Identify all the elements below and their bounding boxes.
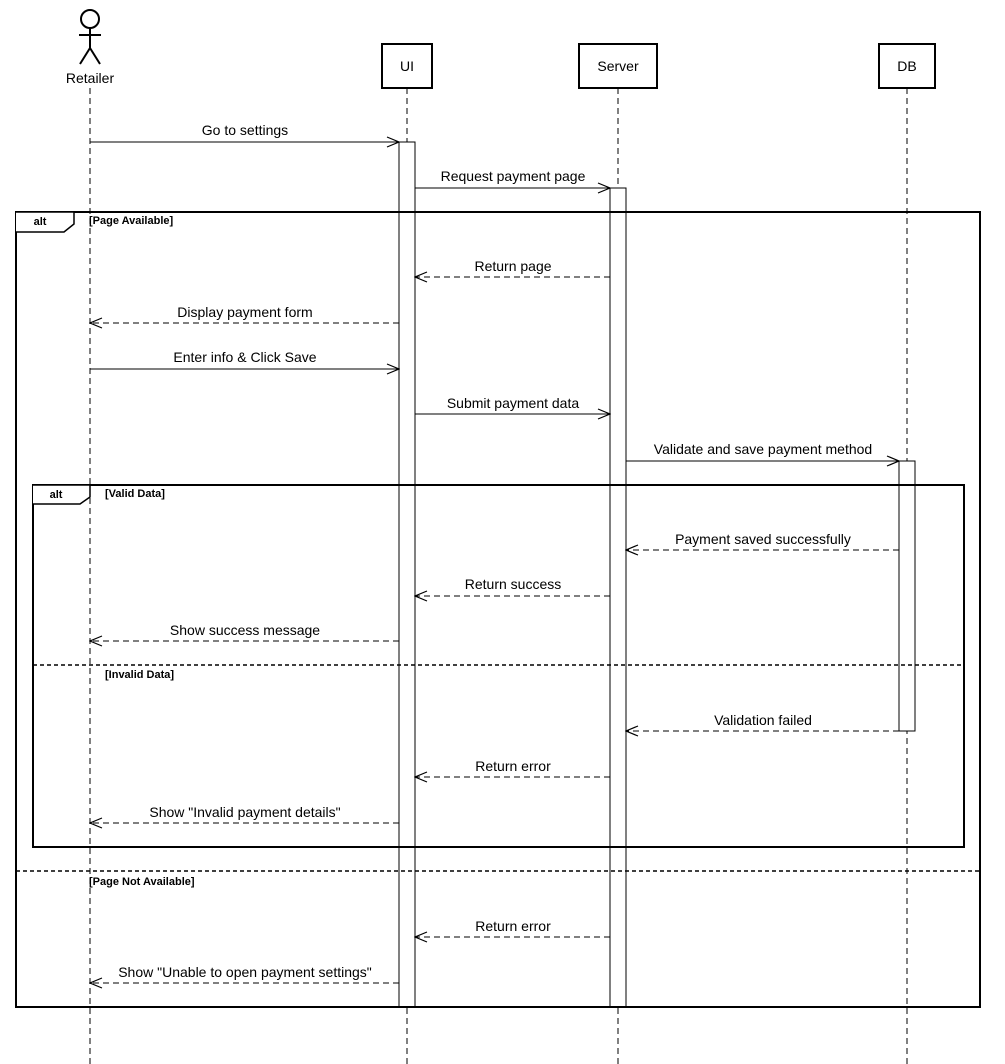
message-label: Return page (474, 258, 551, 274)
actor-head (80, 9, 100, 29)
message-label: Enter info & Click Save (173, 349, 316, 365)
outer-alt-fragment (15, 211, 981, 1008)
message-label: Payment saved successfully (675, 531, 851, 547)
message-label: Display payment form (177, 304, 312, 320)
message-label: Validate and save payment method (654, 441, 872, 457)
message-label: Go to settings (202, 122, 288, 138)
retailer-actor (79, 9, 101, 65)
actor-label: Retailer (66, 70, 115, 86)
message-label: Return error (475, 918, 551, 934)
messages (90, 142, 899, 983)
inner-alt-guard-valid-data: [Valid Data] (105, 488, 165, 500)
server-activation-bar (609, 187, 627, 1008)
ui-participant-label: UI (400, 58, 414, 74)
outer-alt-guard-page-not-available: [Page Not Available] (89, 876, 195, 888)
ui-participant-box (381, 43, 433, 89)
message-label: Show success message (170, 622, 320, 638)
message-label: Validation failed (714, 712, 812, 728)
message-labels: Go to settings Request payment page Retu… (118, 122, 872, 980)
message-label: Return error (475, 758, 551, 774)
inner-alt-fragment (32, 484, 965, 848)
message-label: Return success (465, 576, 561, 592)
server-participant-label: Server (597, 58, 639, 74)
message-label: Request payment page (441, 168, 586, 184)
outer-alt-guard-page-available: [Page Available] (89, 215, 173, 227)
db-participant-label: DB (897, 58, 916, 74)
outer-alt-operator: alt (34, 216, 47, 228)
inner-alt-operator: alt (50, 489, 63, 501)
db-participant-box (878, 43, 936, 89)
message-label: Show "Invalid payment details" (149, 804, 340, 820)
db-activation-bar (898, 460, 916, 732)
inner-alt-guard-invalid-data: [Invalid Data] (105, 669, 174, 681)
message-label: Show "Unable to open payment settings" (118, 964, 372, 980)
server-participant-box (578, 43, 658, 89)
message-label: Submit payment data (447, 395, 580, 411)
ui-activation-bar (398, 141, 416, 1008)
